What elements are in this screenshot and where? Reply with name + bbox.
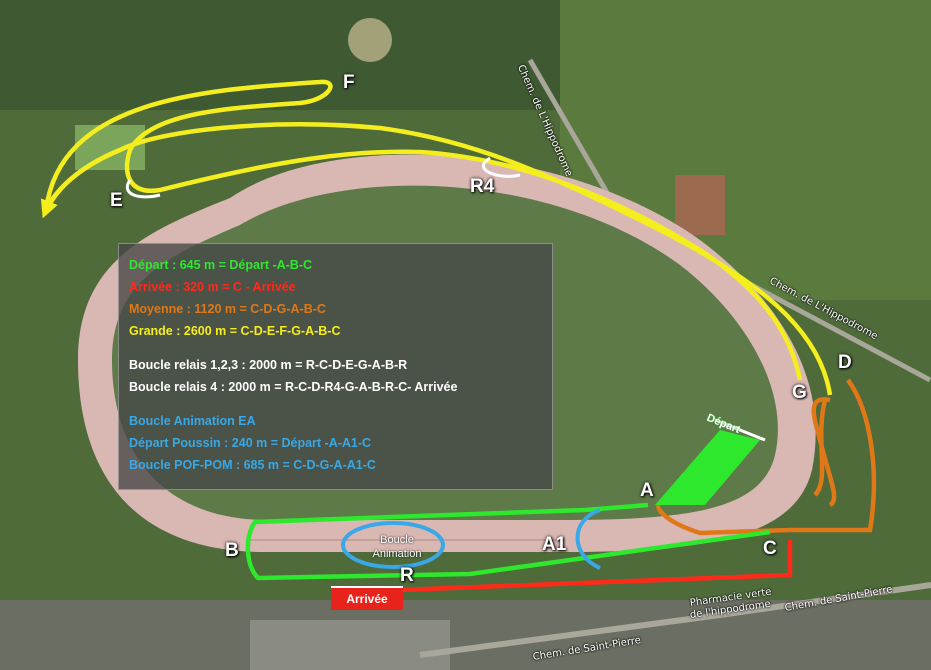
route-moyenne (656, 378, 877, 536)
route-a1 (575, 508, 601, 570)
point-a1-label: A1 (542, 534, 567, 555)
boucle-animation (341, 521, 445, 569)
boucle-animation-label: Boucle Animation (357, 533, 437, 561)
legend-pofpom: Boucle POF-POM : 685 m = C-D-G-A-A1-C (129, 458, 376, 472)
green-field (75, 125, 145, 170)
road-saint-pierre (419, 582, 931, 658)
legend-poussin: Départ Poussin : 240 m = Départ -A-A1-C (129, 436, 372, 450)
legend-animation-title: Boucle Animation EA (129, 414, 256, 428)
trees-north (0, 0, 560, 110)
legend-arrivee: Arrivée : 320 m = C - Arrivée (129, 280, 296, 294)
point-r4-label: R4 (470, 176, 495, 197)
point-r-label: R (400, 565, 414, 586)
point-a-label: A (640, 480, 654, 501)
bunker (348, 18, 392, 62)
building-ne (675, 175, 725, 235)
route-relais-e (126, 179, 161, 199)
legend-grande: Grande : 2600 m = C-D-E-F-G-A-B-C (129, 324, 341, 338)
buildings-south (250, 620, 450, 670)
legend-relais-123: Boucle relais 1,2,3 : 2000 m = R-C-D-E-G… (129, 358, 408, 372)
legend-relais-4: Boucle relais 4 : 2000 m = R-C-D-R4-G-A-… (129, 380, 458, 394)
legend-box: Départ : 645 m = Départ -A-B-C Arrivée :… (118, 243, 553, 490)
depart-zone (655, 430, 760, 505)
urban-south (0, 600, 931, 670)
route-arrivee (399, 540, 793, 593)
arrivee-marker-label: Arrivée (331, 586, 403, 610)
legend-moyenne: Moyenne : 1120 m = C-D-G-A-B-C (129, 302, 326, 316)
point-e-label: E (110, 190, 123, 211)
boucle-label-line1: Boucle (380, 534, 414, 546)
depart-line (714, 418, 766, 442)
point-b-label: B (225, 540, 239, 561)
route-grande-arrow (40, 147, 121, 219)
route-depart (245, 502, 771, 581)
point-c-label: C (763, 538, 777, 559)
point-g-label: G (792, 382, 807, 403)
point-d-label: D (838, 352, 852, 373)
point-f-label: F (343, 72, 355, 93)
route-relais4 (481, 156, 521, 178)
boucle-label-line2: Animation (372, 548, 422, 560)
legend-depart: Départ : 645 m = Départ -A-B-C (129, 258, 313, 272)
